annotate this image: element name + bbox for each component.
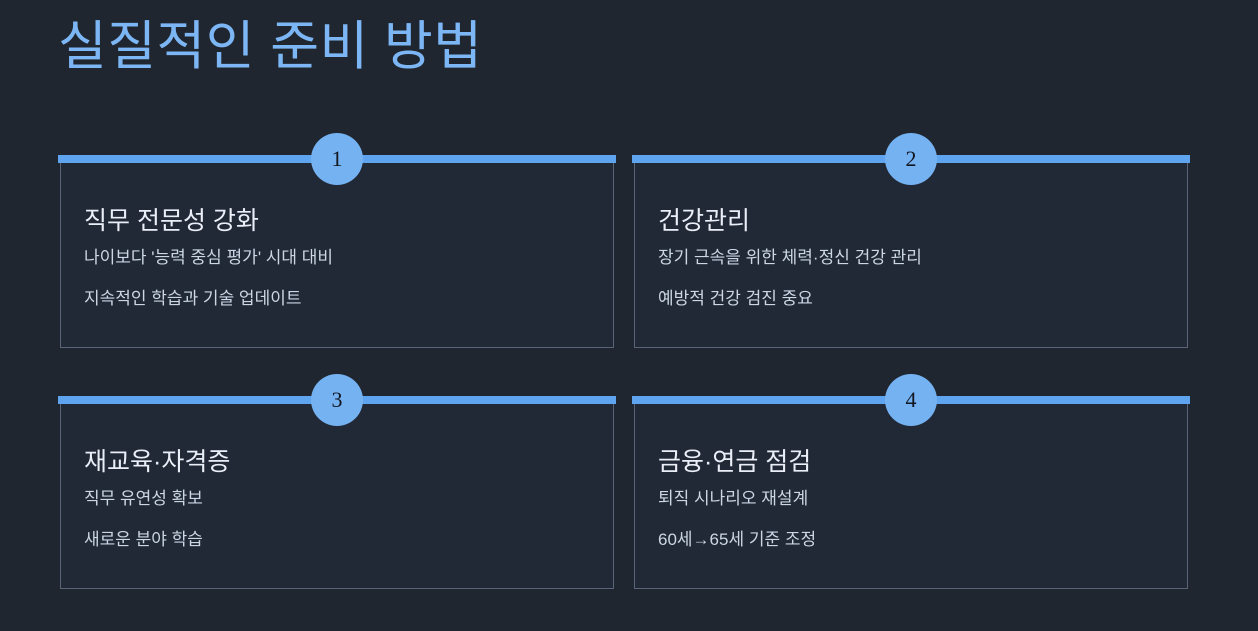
card-1-body bbox=[60, 159, 614, 348]
card-2-content: 건강관리 장기 근속을 위한 체력·정신 건강 관리 예방적 건강 검진 중요 bbox=[634, 159, 1188, 348]
card-3[interactable]: 3 재교육·자격증 직무 유연성 확보 새로운 분야 학습 bbox=[58, 374, 616, 589]
card-3-point-1: 직무 유연성 확보 bbox=[84, 489, 203, 508]
card-3-content: 재교육·자격증 직무 유연성 확보 새로운 분야 학습 bbox=[60, 400, 614, 589]
card-2-number-badge: 2 bbox=[885, 133, 937, 185]
card-2-point-2: 예방적 건강 검진 중요 bbox=[658, 289, 813, 308]
card-4-heading: 금융·연금 점검 bbox=[658, 448, 812, 476]
card-4-number-badge: 4 bbox=[885, 374, 937, 426]
card-2-point-1: 장기 근속을 위한 체력·정신 건강 관리 bbox=[658, 248, 922, 267]
card-4[interactable]: 4 금융·연금 점검 퇴직 시나리오 재설계 60세→65세 기준 조정 bbox=[632, 374, 1190, 589]
card-3-point-2: 새로운 분야 학습 bbox=[84, 530, 203, 549]
card-1-heading: 직무 전문성 강화 bbox=[84, 207, 259, 235]
page-title: 실질적인 준비 방법 bbox=[58, 17, 483, 76]
card-1[interactable]: 1 직무 전문성 강화 나이보다 '능력 중심 평가' 시대 대비 지속적인 학… bbox=[58, 133, 616, 348]
card-2-heading: 건강관리 bbox=[658, 207, 751, 235]
card-1-point-2: 지속적인 학습과 기술 업데이트 bbox=[84, 289, 302, 308]
card-1-number-badge: 1 bbox=[311, 133, 363, 185]
card-1-point-1: 나이보다 '능력 중심 평가' 시대 대비 bbox=[84, 248, 334, 267]
card-4-point-2: 60세→65세 기준 조정 bbox=[658, 530, 817, 549]
card-3-body bbox=[60, 400, 614, 589]
card-grid: 1 직무 전문성 강화 나이보다 '능력 중심 평가' 시대 대비 지속적인 학… bbox=[58, 133, 1190, 589]
card-1-content: 직무 전문성 강화 나이보다 '능력 중심 평가' 시대 대비 지속적인 학습과… bbox=[60, 159, 614, 348]
card-4-point-1: 퇴직 시나리오 재설계 bbox=[658, 489, 809, 508]
card-2-body bbox=[634, 159, 1188, 348]
card-2[interactable]: 2 건강관리 장기 근속을 위한 체력·정신 건강 관리 예방적 건강 검진 중… bbox=[632, 133, 1190, 348]
card-3-heading: 재교육·자격증 bbox=[84, 448, 231, 476]
card-4-content: 금융·연금 점검 퇴직 시나리오 재설계 60세→65세 기준 조정 bbox=[634, 400, 1188, 589]
card-3-number-badge: 3 bbox=[311, 374, 363, 426]
card-4-body bbox=[634, 400, 1188, 589]
